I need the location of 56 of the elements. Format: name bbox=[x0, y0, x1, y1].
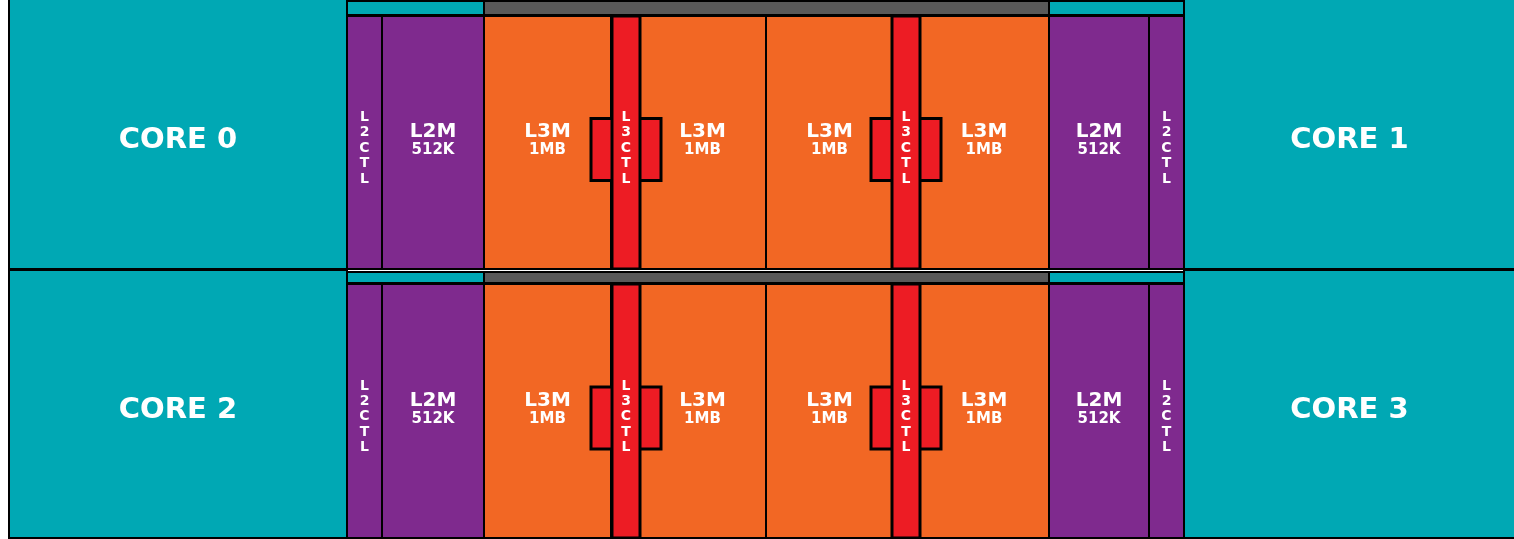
block-label: L3M bbox=[960, 387, 1008, 410]
cache-controller-block bbox=[868, 15, 944, 270]
block-label: L2M bbox=[1075, 119, 1123, 141]
cache-controller-block bbox=[346, 283, 383, 539]
cache-memory-block bbox=[765, 283, 894, 539]
size-label: 1MB bbox=[684, 409, 721, 427]
block-label: L2CTL bbox=[1160, 377, 1173, 455]
cache-controller-block bbox=[346, 15, 383, 270]
size-label: 512K bbox=[1077, 141, 1121, 158]
size-label: 1MB bbox=[529, 409, 566, 427]
cache-memory-block bbox=[381, 15, 485, 270]
block-label: L3M bbox=[806, 387, 853, 410]
core-block bbox=[1183, 0, 1514, 270]
cache-controller-block bbox=[868, 283, 944, 539]
core-label: CORE 2 bbox=[118, 391, 238, 425]
size-label: 1MB bbox=[965, 409, 1003, 427]
cache-memory-block bbox=[1048, 283, 1150, 539]
block-label: L2CTL bbox=[358, 377, 371, 455]
block-label: L3M bbox=[679, 119, 726, 141]
size-label: 1MB bbox=[811, 141, 848, 158]
cache-controller-block bbox=[588, 283, 664, 539]
block-label: L2M bbox=[1075, 387, 1123, 410]
block-label: L3M bbox=[806, 119, 853, 141]
size-label: 512K bbox=[411, 409, 455, 427]
core-label: CORE 3 bbox=[1290, 391, 1409, 425]
block-label: L3CTL bbox=[899, 109, 913, 186]
core-block bbox=[8, 0, 348, 270]
block-label: L3CTL bbox=[899, 377, 913, 455]
cache-controller-block bbox=[588, 15, 664, 270]
block-label: L3CTL bbox=[619, 377, 633, 455]
cache-memory-block bbox=[483, 283, 612, 539]
block-label: L3M bbox=[960, 119, 1008, 141]
cache-controller-block bbox=[1148, 15, 1185, 270]
cache-memory-block bbox=[483, 15, 612, 270]
cache-memory-block bbox=[381, 283, 485, 539]
block-label: L3M bbox=[524, 387, 571, 410]
block-label: L2M bbox=[409, 119, 457, 141]
size-label: 1MB bbox=[684, 141, 721, 158]
block-label: L3M bbox=[524, 119, 571, 141]
cache-controller-block bbox=[1148, 283, 1185, 539]
size-label: 512K bbox=[1077, 409, 1121, 427]
core-label: CORE 1 bbox=[1290, 121, 1409, 155]
block-label: L3M bbox=[679, 387, 726, 410]
cache-memory-block bbox=[765, 15, 894, 270]
size-label: 512K bbox=[411, 141, 455, 158]
size-label: 1MB bbox=[529, 141, 566, 158]
cache-memory-block bbox=[1048, 15, 1150, 270]
core-block bbox=[1183, 269, 1514, 539]
block-label: L2CTL bbox=[358, 109, 371, 186]
core-block bbox=[8, 269, 348, 539]
size-label: 1MB bbox=[965, 141, 1003, 158]
size-label: 1MB bbox=[811, 409, 848, 427]
block-label: L2M bbox=[409, 387, 457, 410]
core-label: CORE 0 bbox=[118, 121, 238, 155]
block-label: L3CTL bbox=[619, 109, 633, 186]
block-label: L2CTL bbox=[1160, 109, 1173, 186]
